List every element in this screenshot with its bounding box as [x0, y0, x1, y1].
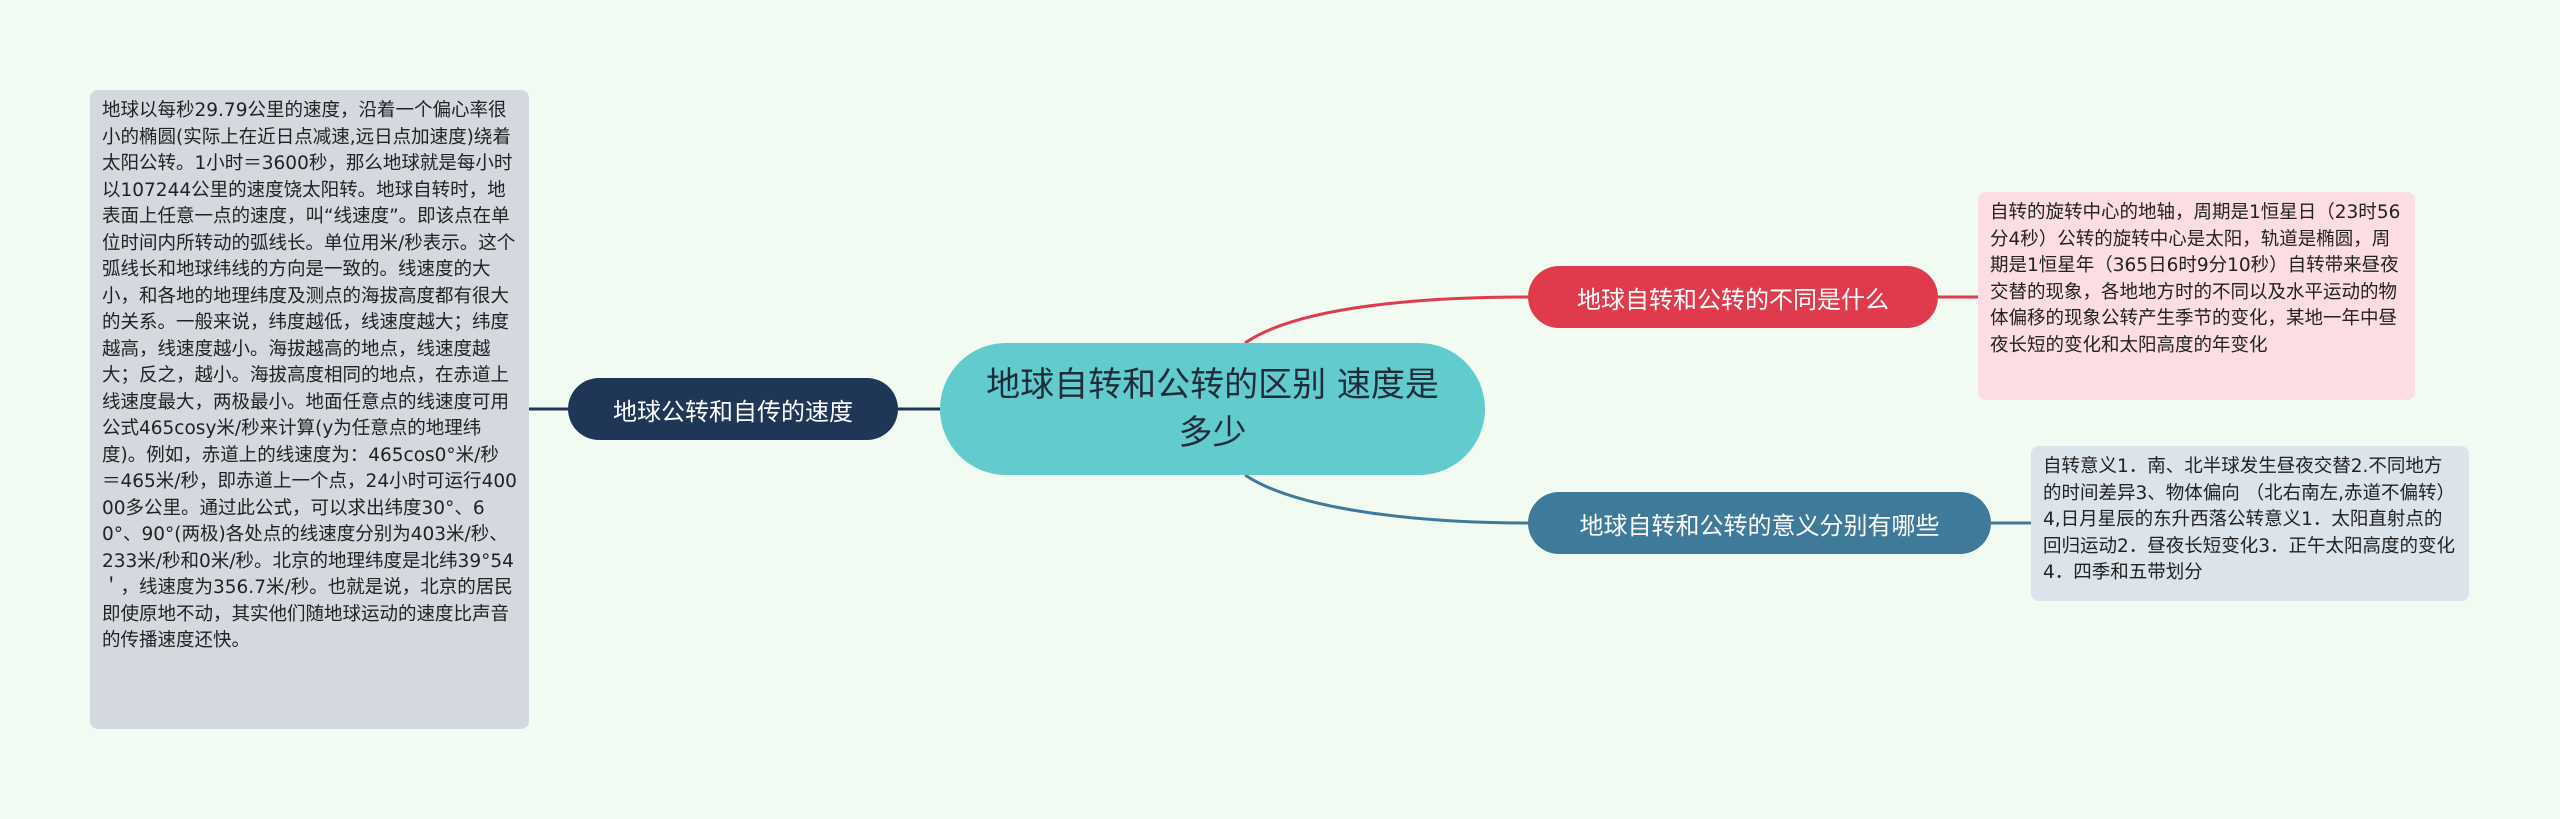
detail-note-differences: 自转的旋转中心的地轴，周期是1恒星日（23时56分4秒）公转的旋转中心是太阳，轨… — [1978, 192, 2415, 400]
topic-rotation-revolution-differences[interactable]: 地球自转和公转的不同是什么 — [1528, 266, 1938, 328]
topic-rotation-revolution-differences-label: 地球自转和公转的不同是什么 — [1577, 285, 1889, 314]
central-topic[interactable]: 地球自转和公转的区别 速度是多少 — [940, 343, 1485, 475]
central-topic-text: 地球自转和公转的区别 速度是多少 — [986, 365, 1439, 453]
connector-center-to-red-topic — [1244, 295, 1529, 345]
topic-rotation-revolution-speed[interactable]: 地球公转和自传的速度 — [568, 378, 898, 440]
topic-rotation-revolution-significance-label: 地球自转和公转的意义分别有哪些 — [1579, 511, 1940, 540]
topic-rotation-revolution-speed-label: 地球公转和自传的速度 — [613, 397, 853, 426]
detail-note-speed: 地球以每秒29.79公里的速度，沿着一个偏心率很小的椭圆(实际上在近日点减速,远… — [90, 90, 529, 729]
connector-center-to-blue-topic — [1244, 473, 1529, 525]
topic-rotation-revolution-significance[interactable]: 地球自转和公转的意义分别有哪些 — [1528, 492, 1991, 554]
detail-note-significance: 自转意义1．南、北半球发生昼夜交替2.不同地方的时间差异3、物体偏向 （北右南左… — [2031, 446, 2469, 601]
